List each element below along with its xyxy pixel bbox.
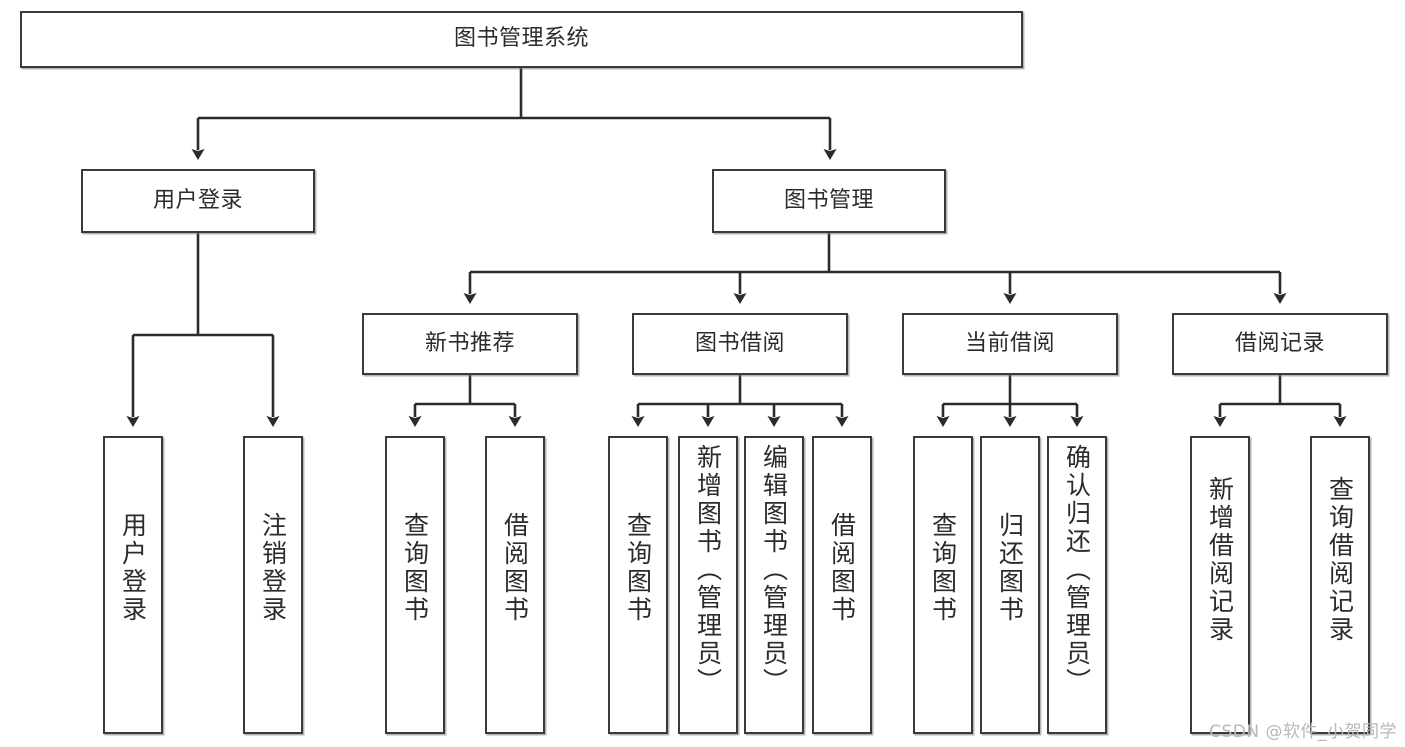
node-leaf-add-book-label: 新增图书（管理员）: [693, 444, 723, 696]
node-leaf-query-book-3-label: 查询图书: [928, 512, 958, 624]
node-leaf-borrow-book-1-label: 借阅图书: [500, 512, 530, 624]
node-leaf-return-book-label: 归还图书: [995, 512, 1025, 624]
node-leaf-add-book[interactable]: 新增图书（管理员）: [678, 436, 738, 734]
node-leaf-user-login[interactable]: 用户登录: [103, 436, 163, 734]
node-leaf-logout[interactable]: 注销登录: [243, 436, 303, 734]
node-leaf-borrow-book-2[interactable]: 借阅图书: [812, 436, 872, 734]
node-leaf-add-record[interactable]: 新增借阅记录: [1190, 436, 1250, 734]
node-borrow-record-label: 借阅记录: [1234, 330, 1325, 356]
node-current-borrow[interactable]: 当前借阅: [902, 313, 1118, 375]
node-book-borrow[interactable]: 图书借阅: [632, 313, 848, 375]
node-leaf-return-book[interactable]: 归还图书: [980, 436, 1040, 734]
node-borrow-record[interactable]: 借阅记录: [1172, 313, 1388, 375]
node-leaf-query-record[interactable]: 查询借阅记录: [1310, 436, 1370, 734]
node-leaf-edit-book[interactable]: 编辑图书（管理员）: [744, 436, 804, 734]
node-leaf-borrow-book-1[interactable]: 借阅图书: [485, 436, 545, 734]
node-leaf-query-book-3[interactable]: 查询图书: [913, 436, 973, 734]
node-leaf-borrow-book-2-label: 借阅图书: [827, 512, 857, 624]
node-current-borrow-label: 当前借阅: [964, 330, 1055, 356]
node-leaf-logout-label: 注销登录: [258, 512, 288, 624]
node-book-manage-label: 图书管理: [783, 187, 874, 213]
node-leaf-edit-book-label: 编辑图书（管理员）: [759, 444, 789, 696]
node-book-manage[interactable]: 图书管理: [712, 169, 946, 233]
node-leaf-query-book-2[interactable]: 查询图书: [608, 436, 668, 734]
node-leaf-confirm-return[interactable]: 确认归还（管理员）: [1047, 436, 1107, 734]
node-root[interactable]: 图书管理系统: [20, 11, 1023, 68]
node-book-borrow-label: 图书借阅: [694, 330, 785, 356]
node-leaf-user-login-label: 用户登录: [118, 512, 148, 624]
node-leaf-confirm-return-label: 确认归还（管理员）: [1062, 444, 1092, 696]
node-new-book-recommend[interactable]: 新书推荐: [362, 313, 578, 375]
node-new-book-recommend-label: 新书推荐: [424, 330, 515, 356]
node-leaf-query-record-label: 查询借阅记录: [1325, 476, 1355, 644]
node-user-login-label: 用户登录: [152, 187, 243, 213]
node-leaf-query-book-2-label: 查询图书: [623, 512, 653, 624]
node-root-label: 图书管理系统: [453, 26, 589, 52]
node-leaf-add-record-label: 新增借阅记录: [1205, 476, 1235, 644]
node-leaf-query-book-1[interactable]: 查询图书: [385, 436, 445, 734]
node-leaf-query-book-1-label: 查询图书: [400, 512, 430, 624]
node-user-login[interactable]: 用户登录: [81, 169, 315, 233]
